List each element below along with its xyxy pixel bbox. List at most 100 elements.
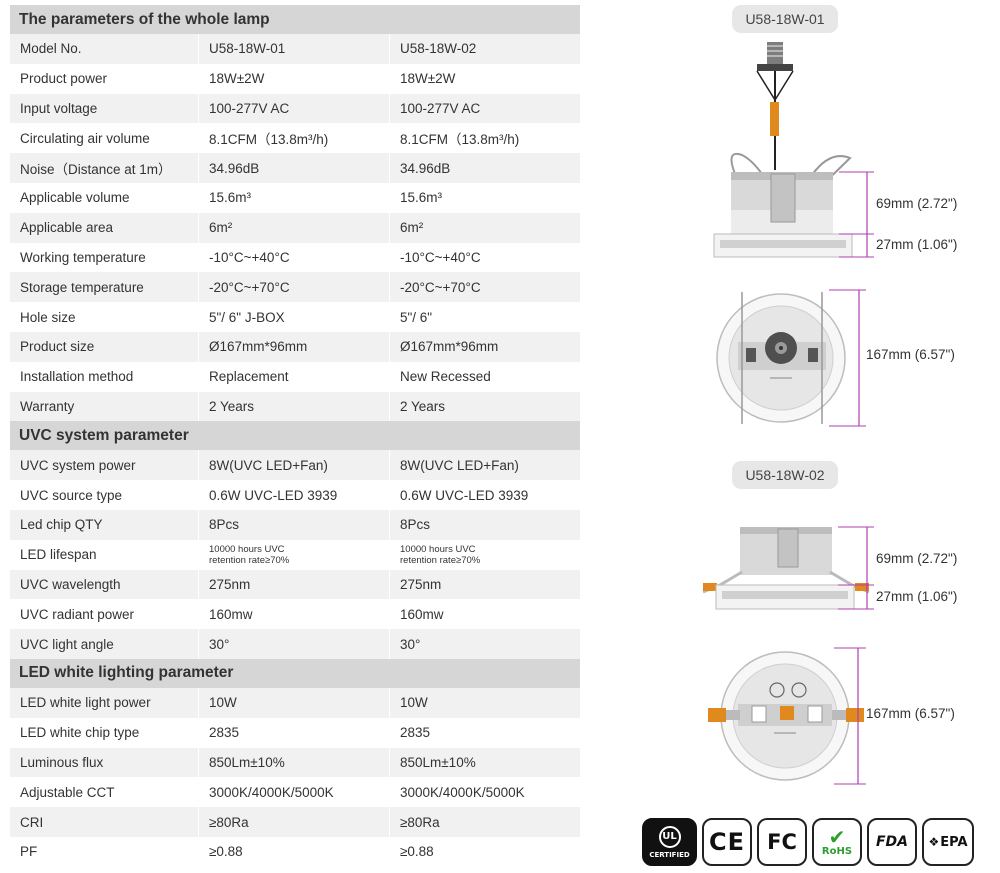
param-label: Applicable volume <box>20 190 130 206</box>
table-cell: 2 Years <box>198 391 389 422</box>
value-model-01: ≥0.88 <box>209 844 243 860</box>
param-label: Led chip QTY <box>20 517 103 533</box>
table-cell: 8W(UVC LED+Fan) <box>389 450 580 481</box>
value-model-01: Ø167mm*96mm <box>209 339 308 355</box>
table-cell: Applicable volume <box>10 183 198 213</box>
param-label: Model No. <box>20 41 82 57</box>
dim-body-height-2: 69mm (2.72") <box>876 551 958 566</box>
value-model-02: -10°C~+40°C <box>400 249 481 265</box>
value-model-01: 8Pcs <box>209 517 240 533</box>
table-row: UVC source type 0.6W UVC-LED 3939 0.6W UVC… <box>10 480 580 510</box>
table-cell: 2835 <box>389 717 580 748</box>
param-label: Warranty <box>20 398 75 414</box>
fcc-badge: FC <box>757 818 807 866</box>
table-cell: UVC radiant power <box>10 599 198 629</box>
param-label: LED white chip type <box>20 725 140 741</box>
param-label: PF <box>20 844 38 860</box>
value-model-02: 10W <box>400 695 428 711</box>
epa-text: EPA <box>940 834 968 850</box>
value-model-02: 160mw <box>400 606 444 622</box>
table-cell: 850Lm±10% <box>389 747 580 778</box>
model-label-1: U58-18W-01 <box>732 5 838 33</box>
table-cell: Model No. <box>10 34 198 64</box>
table-cell: UVC system power <box>10 450 198 480</box>
table-row: PF ≥0.88 ≥0.88 <box>10 836 580 867</box>
param-label: Luminous flux <box>20 754 104 770</box>
table-cell: ≥80Ra <box>198 807 389 837</box>
value-model-01: 275nm <box>209 576 251 592</box>
value-model-01: 10W <box>209 695 237 711</box>
table-cell: UVC wavelength <box>10 570 198 600</box>
model2-side-view <box>702 526 874 610</box>
fda-badge: FDA <box>867 818 917 866</box>
table-cell: 8.1CFM（13.8m³/h) <box>198 123 389 154</box>
table-cell: PF <box>10 837 198 867</box>
value-model-01: 10000 hours UVC retention rate≥70% <box>209 543 290 566</box>
table-cell: 2 Years <box>389 391 580 422</box>
param-label: UVC wavelength <box>20 576 121 592</box>
table-cell: 15.6m³ <box>389 182 580 213</box>
value-model-01: 850Lm±10% <box>209 754 285 770</box>
table-cell: Warranty <box>10 392 198 422</box>
param-label: Noise（Distance at 1m） <box>20 162 172 178</box>
value-model-02: 6m² <box>400 220 424 236</box>
param-label: Product power <box>20 71 108 87</box>
value-model-02: 0.6W UVC-LED 3939 <box>400 487 529 503</box>
value-model-02: 15.6m³ <box>400 190 443 206</box>
value-model-02: -20°C~+70°C <box>400 279 481 295</box>
param-label: Hole size <box>20 309 76 325</box>
table-cell: 30° <box>198 629 389 659</box>
table-cell: 160mw <box>389 599 580 630</box>
section-header: UVC system parameter <box>10 421 580 451</box>
param-label: LED lifespan <box>20 547 97 563</box>
table-cell: 5"/ 6" <box>389 302 580 332</box>
param-label: UVC system power <box>20 457 136 473</box>
value-model-02: 34.96dB <box>400 160 451 176</box>
value-model-02: New Recessed <box>400 369 491 385</box>
value-model-01: 6m² <box>209 220 233 236</box>
value-model-01: 100-277V AC <box>209 100 290 116</box>
value-model-01: -10°C~+40°C <box>209 249 290 265</box>
param-label: Input voltage <box>20 100 98 116</box>
table-cell: Luminous flux <box>10 748 198 778</box>
table-cell: -10°C~+40°C <box>198 242 389 273</box>
value-model-02: 18W±2W <box>400 71 456 87</box>
table-cell: 34.96dB <box>198 153 389 183</box>
table-cell: New Recessed <box>389 361 580 392</box>
value-model-02: ≥80Ra <box>400 814 440 830</box>
table-cell: LED white chip type <box>10 718 198 748</box>
param-label: Storage temperature <box>20 279 144 295</box>
table-cell: 34.96dB <box>389 153 580 183</box>
table-cell: -20°C~+70°C <box>389 272 580 303</box>
table-cell: 15.6m³ <box>198 182 389 213</box>
table-cell: 0.6W UVC-LED 3939 <box>198 480 389 510</box>
value-model-02: 30° <box>400 636 421 652</box>
value-model-01: 34.96dB <box>209 160 260 176</box>
value-model-02: 8.1CFM（13.8m³/h) <box>400 132 520 148</box>
table-cell: Hole size <box>10 302 198 332</box>
value-model-01: Replacement <box>209 369 289 385</box>
table-cell: 18W±2W <box>389 63 580 94</box>
table-cell: ≥0.88 <box>389 836 580 867</box>
table-cell: -20°C~+70°C <box>198 272 389 303</box>
model-label-2: U58-18W-02 <box>732 461 838 489</box>
param-label: UVC source type <box>20 487 123 503</box>
value-model-01: 0.6W UVC-LED 3939 <box>209 487 338 503</box>
value-model-01: 2835 <box>209 725 240 741</box>
dim-diameter-2: 167mm (6.57") <box>866 706 955 721</box>
dim-trim-height-2: 27mm (1.06") <box>876 589 958 604</box>
spring-clip-icon <box>730 152 763 186</box>
value-model-01: U58-18W-01 <box>209 41 286 57</box>
value-model-02: 8W(UVC LED+Fan) <box>400 457 519 473</box>
clip-icon <box>708 708 726 722</box>
value-model-02: 5"/ 6" <box>400 309 433 325</box>
